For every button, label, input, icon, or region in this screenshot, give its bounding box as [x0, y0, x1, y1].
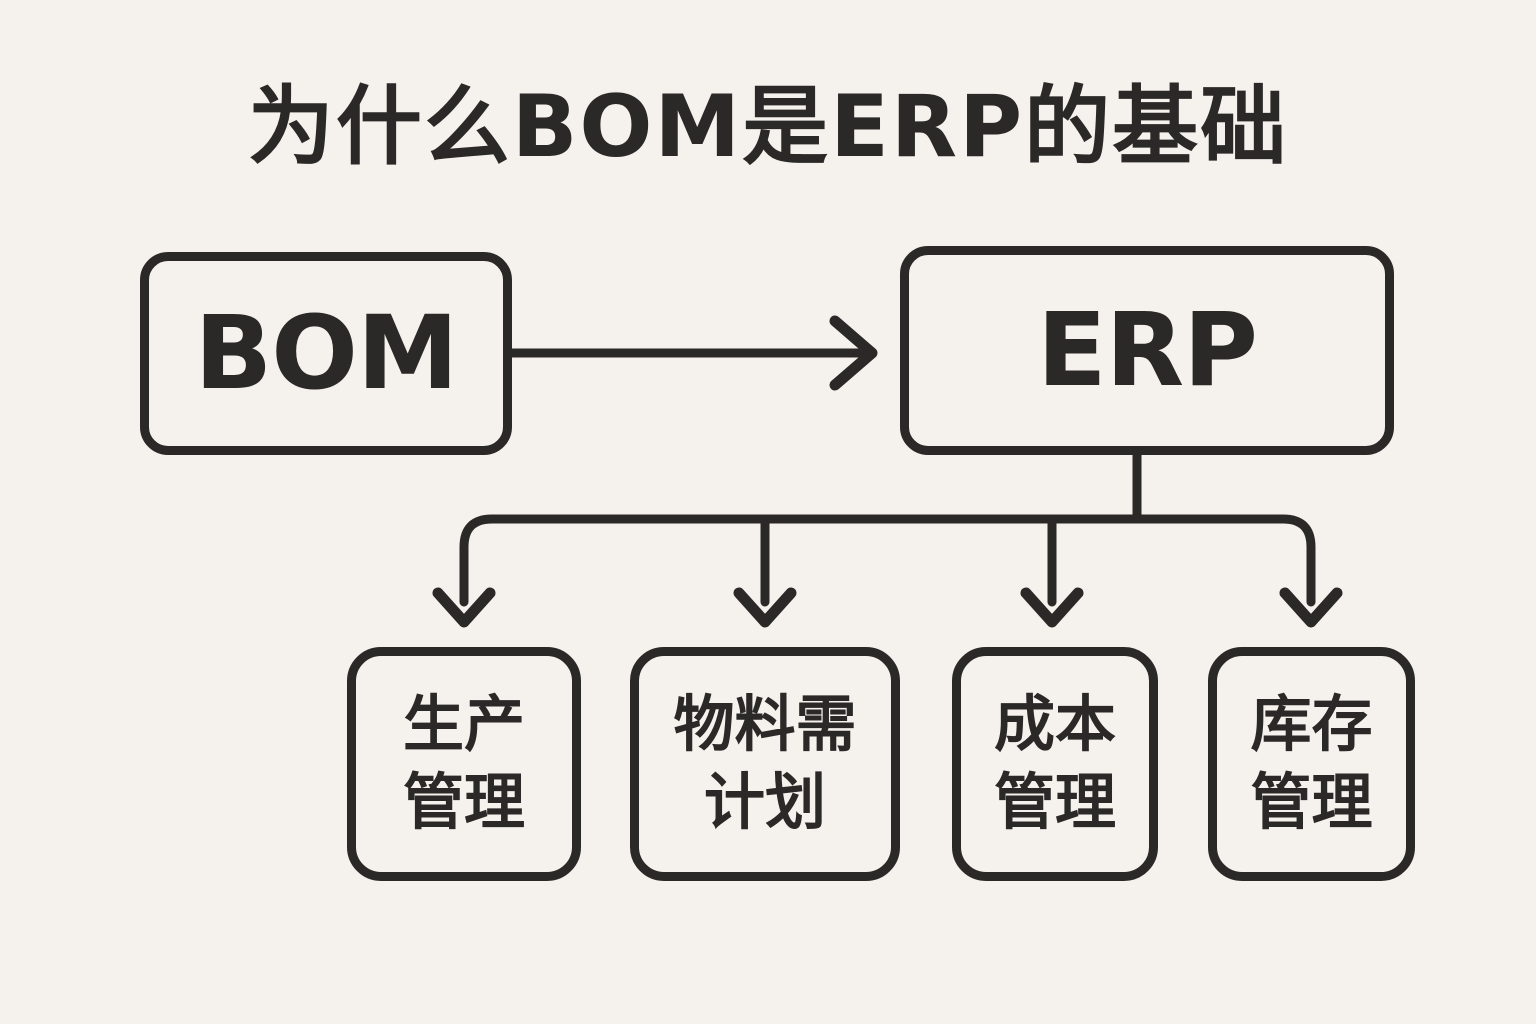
erp-label: ERP — [1037, 290, 1258, 410]
bom-to-erp-arrow — [507, 315, 878, 391]
child-label-line: 管理 — [1250, 767, 1373, 838]
child-label-line: 库存 — [1250, 688, 1373, 760]
child-label-line: 计划 — [703, 767, 826, 838]
child-node-material-requirements-planning: 物料需 计划 — [630, 647, 900, 881]
child-label-line: 成本 — [993, 688, 1116, 760]
erp-branch-connector — [432, 450, 1343, 628]
down-arrowhead-icon — [733, 587, 797, 628]
child-label-line: 管理 — [402, 767, 525, 838]
child-node-production-management: 生产 管理 — [347, 647, 581, 881]
child-node-inventory-management: 库存 管理 — [1208, 647, 1415, 881]
bom-node: BOM — [140, 252, 512, 455]
branch-bar-line — [459, 514, 1316, 607]
child-label-line: 管理 — [993, 767, 1116, 838]
right-arrowhead-icon — [829, 315, 878, 391]
erp-node: ERP — [900, 246, 1394, 455]
child-label-line: 物料需 — [673, 688, 857, 760]
bom-label: BOM — [194, 293, 459, 413]
diagram-title: 为什么BOM是ERP的基础 — [247, 77, 1289, 177]
down-arrowhead-icon — [432, 587, 496, 628]
child-node-cost-management: 成本 管理 — [952, 647, 1158, 881]
child-label-line: 生产 — [402, 688, 525, 760]
down-arrowhead-icon — [1279, 587, 1343, 628]
down-arrowhead-icon — [1020, 587, 1084, 628]
